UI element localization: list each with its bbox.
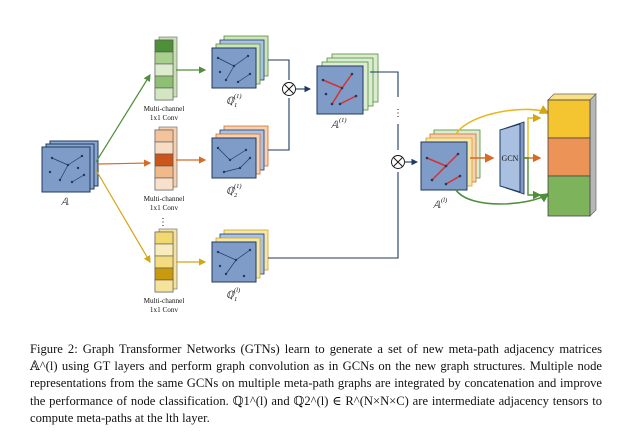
output-concat-stack: [547, 93, 597, 217]
yellow-conv-filter: [154, 228, 178, 293]
line-a1-down: [370, 71, 399, 97]
arrow-to-green-filter: [95, 73, 151, 163]
yellow-conv-label-2: 1x1 Conv: [150, 306, 179, 314]
green-conv-label-2: 1x1 Conv: [150, 114, 179, 122]
caption-text: Figure 2: Graph Transformer Networks (GT…: [30, 342, 602, 425]
curve-yellow-to-output: [455, 105, 550, 135]
q1-label-sup: (1): [234, 93, 242, 100]
arrow-to-yellow-filter: [95, 169, 151, 264]
input-label: 𝔸: [61, 197, 69, 208]
q1-tensor: [211, 35, 269, 89]
a1-label-sup: (1): [339, 117, 347, 124]
ql-label-sub: 1: [234, 296, 237, 303]
orange-conv-label-2: 1x1 Conv: [150, 204, 179, 212]
yellow-conv-label-1: Multi-channel: [144, 297, 185, 305]
multiply-node-1: [282, 82, 296, 96]
gtn-architecture-diagram: 𝔸 Multi-channel 1x1 Conv Multi-channel 1…: [41, 35, 597, 314]
q2-tensor: [211, 125, 269, 179]
ql-label: ℚ: [226, 290, 235, 301]
arrow-to-orange-filter: [97, 159, 152, 167]
filter-ellipsis: ⋮: [158, 217, 168, 228]
arrow-gcn-to-green: [524, 157, 542, 200]
a1-label: 𝔸: [331, 120, 339, 131]
line-q1-to-mult1: [268, 59, 290, 80]
line-ql-to-mult2: [268, 172, 399, 259]
a1-tensor: [316, 53, 379, 115]
input-tensor-a: [41, 140, 99, 193]
gcn-label: GCN: [502, 154, 519, 163]
al-tensor: [420, 129, 481, 191]
figure-caption: Figure 2: Graph Transformer Networks (GT…: [30, 341, 602, 427]
q1-label-sub: 1: [234, 102, 237, 109]
al-label-sup: (l): [441, 197, 447, 204]
ql-tensor: [211, 229, 269, 283]
arrow-gcn-to-yellow: [524, 113, 542, 159]
orange-conv-filter: [154, 126, 178, 191]
orange-conv-label-1: Multi-channel: [144, 195, 185, 203]
q2-label: ℚ: [226, 186, 235, 197]
curve-green-to-output: [455, 189, 550, 205]
line-q2-to-mult1: [268, 98, 290, 151]
al-label: 𝔸: [433, 200, 441, 211]
q1-label: ℚ: [226, 96, 235, 107]
q2-label-sup: (1): [234, 183, 242, 190]
green-conv-filter: [154, 36, 178, 101]
q2-label-sub: 2: [234, 192, 238, 199]
layer-ellipsis: ⋮: [393, 108, 403, 119]
ql-label-sup: (l): [234, 287, 240, 294]
multiply-node-2: [391, 155, 405, 169]
green-conv-label-1: Multi-channel: [144, 105, 185, 113]
gcn-block: [499, 121, 525, 195]
